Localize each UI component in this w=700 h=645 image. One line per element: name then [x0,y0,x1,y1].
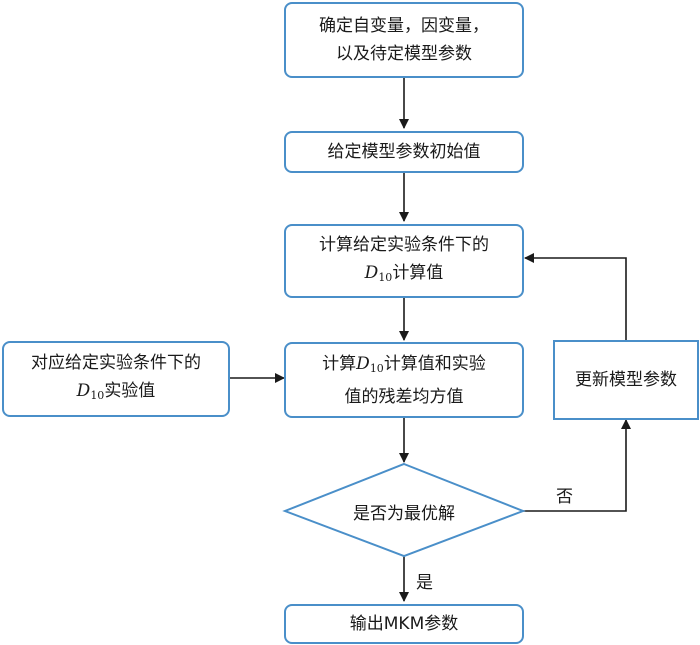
residual-prefix: 计算 [322,353,357,374]
arrow-decision-no-to-update [523,419,631,512]
d10-symbol: D [76,380,91,401]
yes-label: 是 [416,573,433,593]
residual-suffix: 计算值和实验 [383,353,486,374]
decision-diamond [282,462,526,558]
experimental-values-line2: D10实验值 [77,377,156,410]
define-variables-box: 确定自变量，因变量， 以及待定模型参数 [284,2,524,78]
d10-subscript: 10 [369,361,384,375]
output-box: 输出MKM参数 [284,604,524,644]
define-variables-line2: 以及待定模型参数 [336,44,472,64]
d10-symbol: D [356,353,370,374]
init-params-box: 给定模型参数初始值 [284,131,524,173]
experimental-values-box: 对应给定实验条件下的 D10实验值 [2,341,230,417]
compute-d10-line2: D10计算值 [365,259,444,292]
residual-line1: 计算D10计算值和实验 [322,350,486,383]
decision-text: 是否为最优解 [353,503,455,524]
update-params-text: 更新模型参数 [575,370,677,390]
compute-d10-line1: 计算给定实验条件下的 [319,234,489,255]
arrow-update-to-compute [524,253,627,340]
experimental-values-suffix: 实验值 [104,380,156,401]
update-params-box: 更新模型参数 [553,340,699,420]
residual-line2: 值的残差均方值 [344,386,464,407]
compute-d10-box: 计算给定实验条件下的 D10计算值 [284,224,524,298]
init-params-text: 给定模型参数初始值 [327,142,481,162]
output-text: 输出MKM参数 [349,614,459,634]
d10-symbol: D [364,262,379,283]
compute-d10-suffix: 计算值 [392,262,444,283]
define-variables-line1: 确定自变量，因变量， [319,16,489,36]
d10-subscript: 10 [90,388,105,402]
no-label: 否 [556,487,573,507]
experimental-values-line1: 对应给定实验条件下的 [31,352,201,373]
d10-subscript: 10 [378,270,393,284]
residual-box: 计算D10计算值和实验 值的残差均方值 [284,342,524,418]
